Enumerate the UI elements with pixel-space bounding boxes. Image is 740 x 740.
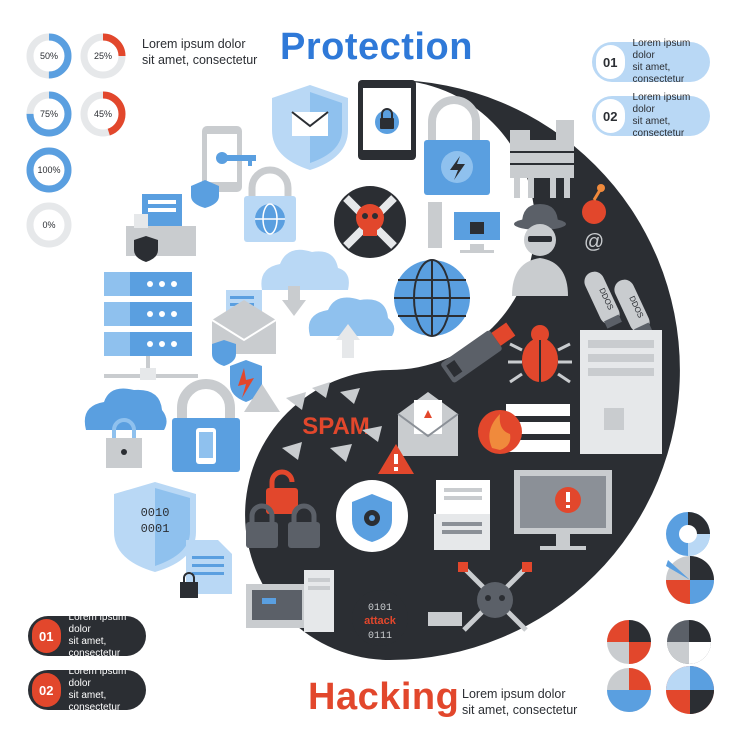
percent-donut-4 [80,91,126,137]
warning-icon [378,444,414,474]
skull-crossbones-icon [334,186,406,258]
protection-step-2-line-1: Lorem ipsum dolor [632,92,691,115]
donut-fill [26,147,72,193]
percent-donut-1 [26,33,72,79]
shield-binary-icon: 0010 0001 [114,482,196,572]
padlock-lightning-icon [424,96,490,195]
crossed-swords-skull-icon [458,562,532,632]
hacker-spy-icon [512,204,568,296]
cloud-download-icon [261,249,349,316]
protection-intro-line-2: sit amet, consectetur [142,53,258,67]
bug-virus-icon [508,325,572,384]
binary-line-1: 0010 [141,506,170,520]
hacking-step-1-text: Lorem ipsum dolor sit amet, consectetur [69,612,146,660]
percent-donuts [26,33,126,248]
percent-donut-3 [26,91,72,137]
shield-gear-icon [336,480,408,552]
pie-chart-3 [607,620,651,664]
hacking-step-1: 01 Lorem ipsum dolor sit amet, consectet… [28,612,146,659]
pie-chart-2 [666,556,714,604]
desktop-computer-icon [246,570,334,632]
hacking-step-2-text: Lorem ipsum dolor sit amet, consectetur [69,666,146,714]
hacking-step-1-line-2: sit amet, consectetur [68,636,121,659]
tablet-lock-icon [358,80,416,160]
padlock-phone-icon [172,379,240,472]
phone-key-icon [191,126,256,208]
attack-label: attack [364,615,397,627]
spam-envelopes-icon [282,382,382,462]
donut-label-2: 25% [93,51,112,61]
pie-chart-4 [667,620,711,664]
hacking-step-2-line-2: sit amet, consectetur [68,690,121,713]
cloud-upload-icon [308,297,395,358]
broken-chain-icon [246,469,320,548]
protection-title: Protection [280,26,473,68]
desktop-printer-icon [126,194,196,262]
donut-fill [26,33,72,79]
protection-step-2-line-2: sit amet, consectetur [632,116,685,139]
donut-fill [80,33,126,79]
hacking-intro-line-1: Lorem ipsum dolor [462,687,566,701]
mail-document-icon [211,290,277,366]
protection-step-1-text: Lorem ipsum dolor sit amet, consectetur [633,38,710,86]
percent-donut-2 [80,33,126,79]
hacking-intro: Lorem ipsum dolor sit amet, consectetur [462,686,577,718]
binary-stamp-2: 0111 [368,631,392,642]
hacking-step-2: 02 Lorem ipsum dolor sit amet, consectet… [28,666,146,713]
binary-line-2: 0001 [141,522,170,536]
protection-step-2-number: 02 [596,99,625,133]
usb-drive-icon [441,322,516,383]
hacking-title: Hacking [308,676,460,718]
spam-label: SPAM [302,413,370,440]
binary-stamp-1: 0101 [368,603,392,614]
donut-label-5: 100% [37,165,61,175]
protection-step-2: 02 Lorem ipsum dolor sit amet, consectet… [592,92,710,139]
firewall-icon [478,404,570,454]
spam-envelope-icon [397,392,459,456]
monitor-alert-icon [514,470,612,550]
hard-drive-icon [428,612,462,626]
protection-intro-line-1: Lorem ipsum dolor [142,37,246,51]
pie-chart-1 [666,512,710,556]
trojan-horse-icon [510,120,574,198]
donut-label-3: 75% [39,109,58,119]
donut-label-1: 50% [39,51,58,61]
hacking-intro-line-2: sit amet, consectetur [462,703,578,717]
server-rack-icon [104,272,198,380]
percent-donut-6 [26,202,72,248]
donut-fill [26,91,72,137]
cloud-lock-icon [84,388,167,468]
documents-icon [434,480,490,550]
protection-step-1-number: 01 [596,45,625,79]
protection-step-1-line-2: sit amet, consectetur [632,62,685,85]
donut-label-6: 0% [42,220,56,230]
hacking-step-2-line-1: Lorem ipsum dolor [68,666,127,689]
shield-mail-icon [272,85,348,170]
globe-icon [388,254,476,342]
attack-stamp-icon [352,590,408,646]
computer-lock-icon [428,202,504,253]
donut-track [26,202,72,248]
protection-intro: Lorem ipsum dolor sit amet, consectetur [142,36,257,68]
pie-chart-6 [666,666,714,714]
percent-donut-5 [26,147,72,193]
globe-padlock-icon [244,166,296,242]
at-symbol: @ [584,231,604,253]
pie-chart-5 [607,668,651,712]
donut-fill [80,91,126,137]
protection-step-1: 01 Lorem ipsum dolor sit amet, consectet… [592,38,710,85]
protection-step-1-line-1: Lorem ipsum dolor [632,38,691,61]
hacking-step-2-number: 02 [32,673,61,707]
protection-step-2-text: Lorem ipsum dolor sit amet, consectetur [633,92,710,140]
hacking-step-1-number: 01 [32,619,61,653]
pc-tower-icon [580,330,662,454]
document-lock-icon [180,540,232,598]
hacking-step-1-line-1: Lorem ipsum dolor [68,612,127,635]
shield-alert-icon [230,360,280,412]
donut-label-4: 45% [93,109,112,119]
bomb-icon [582,184,606,224]
